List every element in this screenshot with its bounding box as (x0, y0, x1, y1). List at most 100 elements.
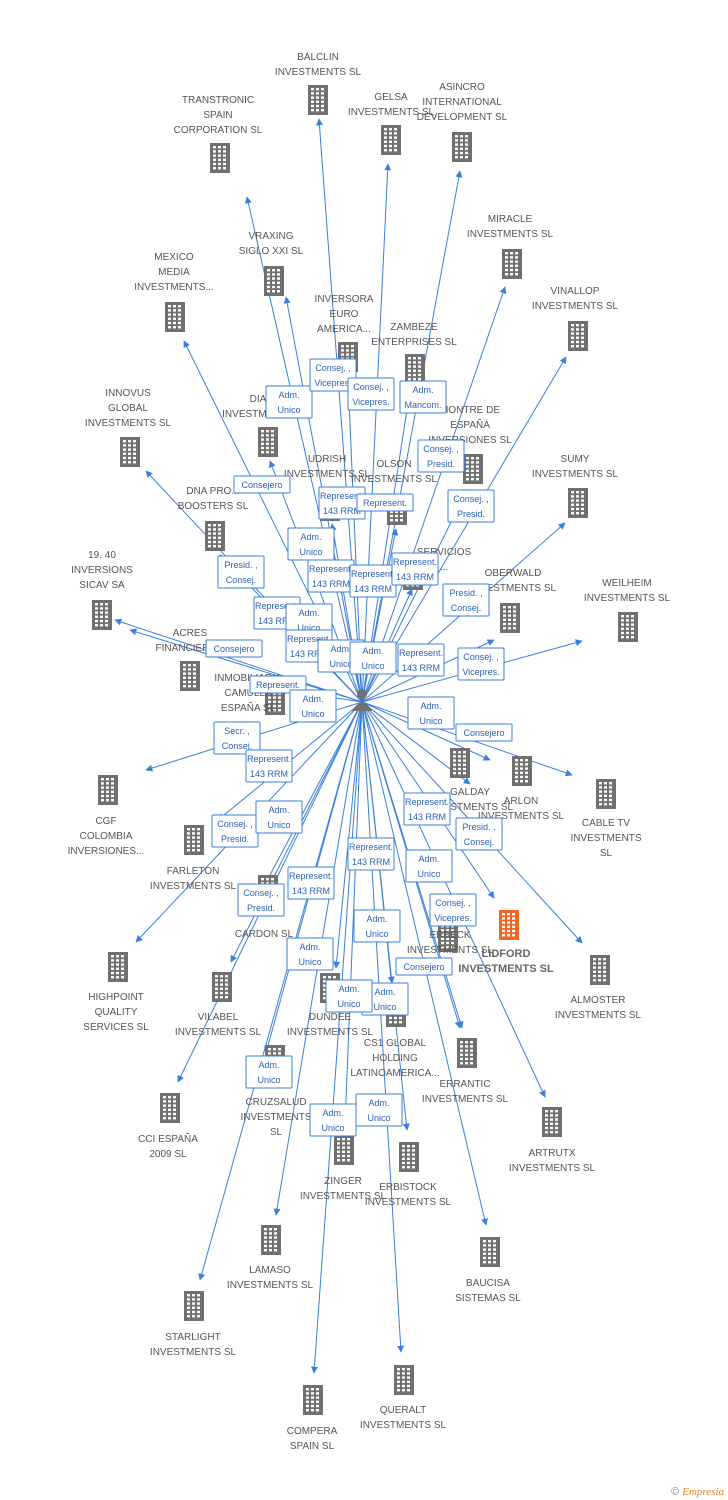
edge-label[interactable]: Represent. (249, 675, 307, 694)
building-icon[interactable] (399, 1142, 419, 1172)
building-icon[interactable] (212, 972, 232, 1002)
edge-label[interactable]: Adm.Unico (361, 982, 409, 1016)
building-icon[interactable] (457, 1038, 477, 1068)
edge-label[interactable]: Adm.Unico (353, 909, 401, 943)
edge-label[interactable]: Adm.Unico (405, 849, 453, 883)
edge-label[interactable]: Represent. (356, 493, 414, 512)
edge-label[interactable]: Consej. ,Presid. (447, 489, 495, 523)
building-icon[interactable] (261, 1225, 281, 1255)
building-icon[interactable] (568, 321, 588, 351)
building-icon[interactable] (92, 600, 112, 630)
edge-label[interactable]: Represent.143 RRM (287, 866, 335, 900)
edge-label[interactable]: Consejero (205, 639, 263, 658)
edge-label[interactable]: Adm.Unico (325, 979, 373, 1013)
edge-label[interactable]: Represent.143 RRM (397, 643, 445, 677)
building-icon[interactable] (590, 955, 610, 985)
edge-label[interactable]: Secr. ,Consej. (213, 721, 261, 755)
brand-logo[interactable]: Empresia (682, 1486, 724, 1498)
node-label[interactable]: SERVICIOS... (417, 547, 472, 573)
edge-label[interactable]: Adm.Unico (285, 603, 333, 637)
building-icon[interactable] (120, 437, 140, 467)
edge-label[interactable]: Represent.143 RRM (391, 552, 439, 586)
building-icon[interactable] (450, 748, 470, 778)
edge-label[interactable]: Presid. ,Consej. (217, 555, 265, 589)
node-dnapro[interactable]: DNA PRO...BOOSTERS SL (178, 486, 249, 551)
edge-label[interactable]: Consej. ,Vicepres. (347, 377, 395, 411)
edge-label[interactable]: Presid. ,Consej. (442, 583, 490, 617)
edge-label[interactable]: Adm.Unico (407, 696, 455, 730)
building-icon[interactable] (463, 454, 483, 484)
edge-label[interactable]: Adm.Unico (309, 1103, 357, 1137)
edge-label[interactable]: Consejero (455, 723, 513, 742)
building-icon[interactable] (180, 661, 200, 691)
building-icon[interactable] (165, 302, 185, 332)
building-icon[interactable] (334, 1135, 354, 1165)
building-icon[interactable] (596, 779, 616, 809)
edge-label[interactable]: Represent.143 RRM (349, 564, 397, 598)
building-icon[interactable] (542, 1107, 562, 1137)
edge-label[interactable]: Represent.143 RRM (403, 792, 451, 826)
edge-label[interactable]: Adm.Unico (349, 641, 397, 675)
edge-label[interactable]: Adm.Unico (255, 800, 303, 834)
edge-label[interactable]: Consej. ,Presid. (237, 883, 285, 917)
building-icon[interactable] (258, 427, 278, 457)
building-icon[interactable] (499, 910, 519, 940)
edge-label[interactable]: Adm.Unico (355, 1093, 403, 1127)
building-icon[interactable] (405, 354, 425, 384)
node-label[interactable]: DNA PRO...BOOSTERS SL (178, 486, 249, 512)
building-icon[interactable] (500, 603, 520, 633)
edge-label[interactable]: Consejero (395, 957, 453, 976)
